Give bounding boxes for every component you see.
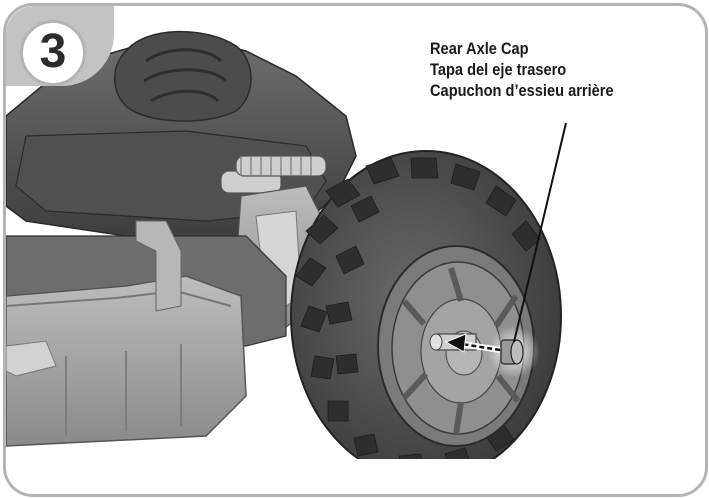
step-number-badge: 3 xyxy=(6,6,114,86)
callout-leader-line xyxy=(513,122,567,343)
callout-label-es: Tapa del eje trasero xyxy=(430,60,567,79)
rear-axle-cap-callout: Rear Axle Cap Tapa del eje trasero Capuc… xyxy=(430,38,614,101)
instruction-panel: 3 Rear Axle Cap Tapa del eje trasero Cap… xyxy=(3,3,708,497)
vehicle-rear-wheel-illustration xyxy=(6,30,567,482)
step-number: 3 xyxy=(39,25,67,78)
panel-footer xyxy=(6,459,705,494)
callout-label-fr: Capuchon d’essieu arrière xyxy=(430,81,614,100)
step-circle: 3 xyxy=(20,20,86,86)
callout-label-en: Rear Axle Cap xyxy=(430,39,529,58)
insert-arrow-icon xyxy=(444,333,501,353)
vehicle-hood xyxy=(114,30,252,122)
suspension xyxy=(220,155,327,194)
axle-cap xyxy=(500,339,524,365)
